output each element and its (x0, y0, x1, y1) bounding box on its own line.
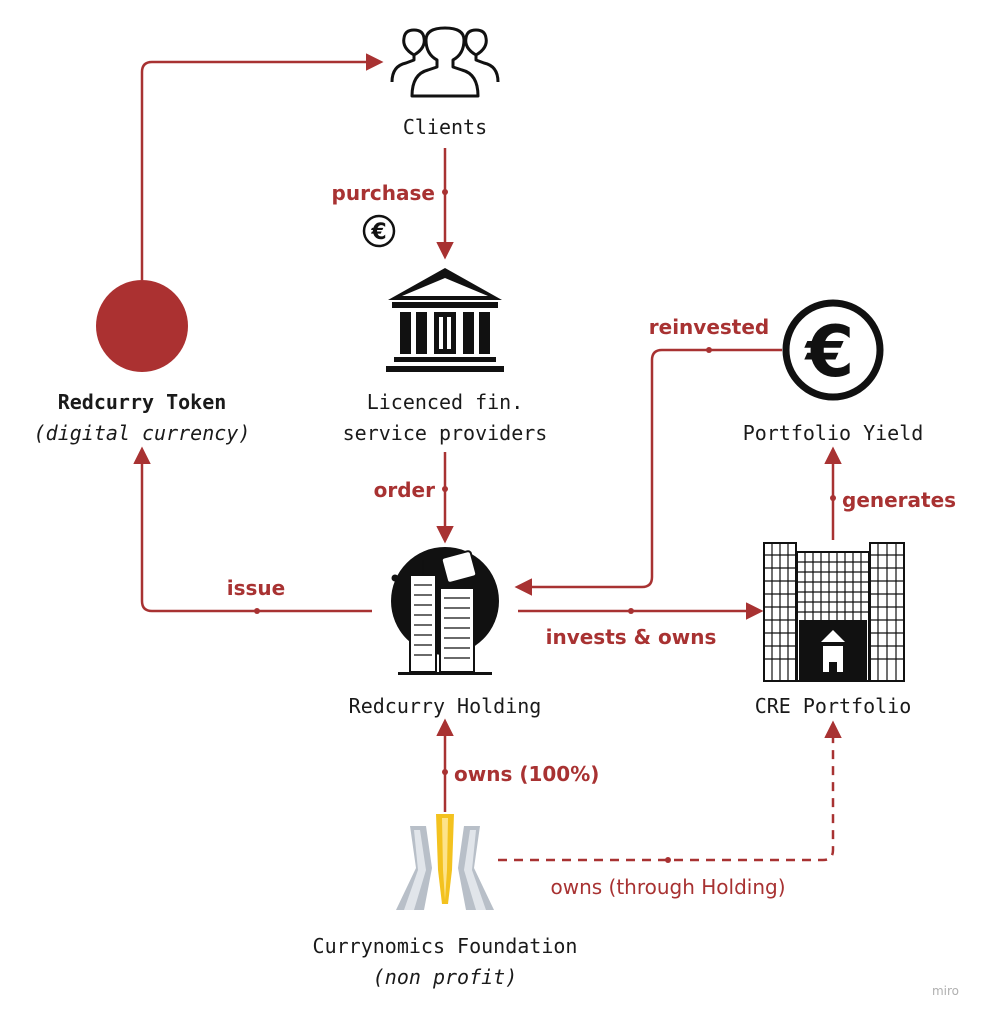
foundation-label-line2: (non profit) (373, 965, 518, 989)
yield-label: Portfolio Yield (743, 421, 924, 445)
clients-label: Clients (403, 115, 487, 139)
city-building-icon (391, 547, 499, 675)
edge-label-order: order (374, 478, 435, 502)
office-building-icon (763, 542, 905, 682)
cre-label: CRE Portfolio (755, 694, 912, 718)
svg-text:€: € (370, 220, 386, 245)
miro-watermark: miro (932, 984, 959, 998)
people-icon (390, 26, 500, 98)
foundation-label-line1: Currynomics Foundation (313, 934, 578, 958)
edge-owns-through (498, 720, 842, 862)
edge-label-owns-through: owns (through Holding) (550, 875, 785, 899)
foundation-logo-icon (396, 814, 494, 910)
edge-label-reinvested: reinvested (649, 315, 769, 339)
edge-reinvested (514, 348, 782, 596)
holding-label: Redcurry Holding (349, 694, 542, 718)
euro-icon: € (782, 299, 884, 401)
edge-label-generates: generates (842, 488, 956, 512)
edge-label-invests-owns: invests & owns (546, 625, 717, 649)
token-label-line1: Redcurry Token (58, 390, 227, 414)
svg-text:€: € (804, 311, 855, 393)
licenced-label-line1: Licenced fin. (367, 390, 524, 414)
licenced-label-line2: service providers (343, 421, 548, 445)
edge-label-purchase: purchase (332, 181, 435, 205)
token-label-line2: (digital currency) (34, 421, 251, 445)
bank-icon (386, 268, 504, 372)
euro-coin-icon: € (362, 214, 396, 248)
edge-token-to-clients (140, 53, 384, 280)
edge-label-owns-100: owns (100%) (454, 762, 599, 786)
edge-label-issue: issue (227, 576, 285, 600)
token-circle-icon (96, 280, 188, 372)
edge-issue (133, 446, 372, 613)
